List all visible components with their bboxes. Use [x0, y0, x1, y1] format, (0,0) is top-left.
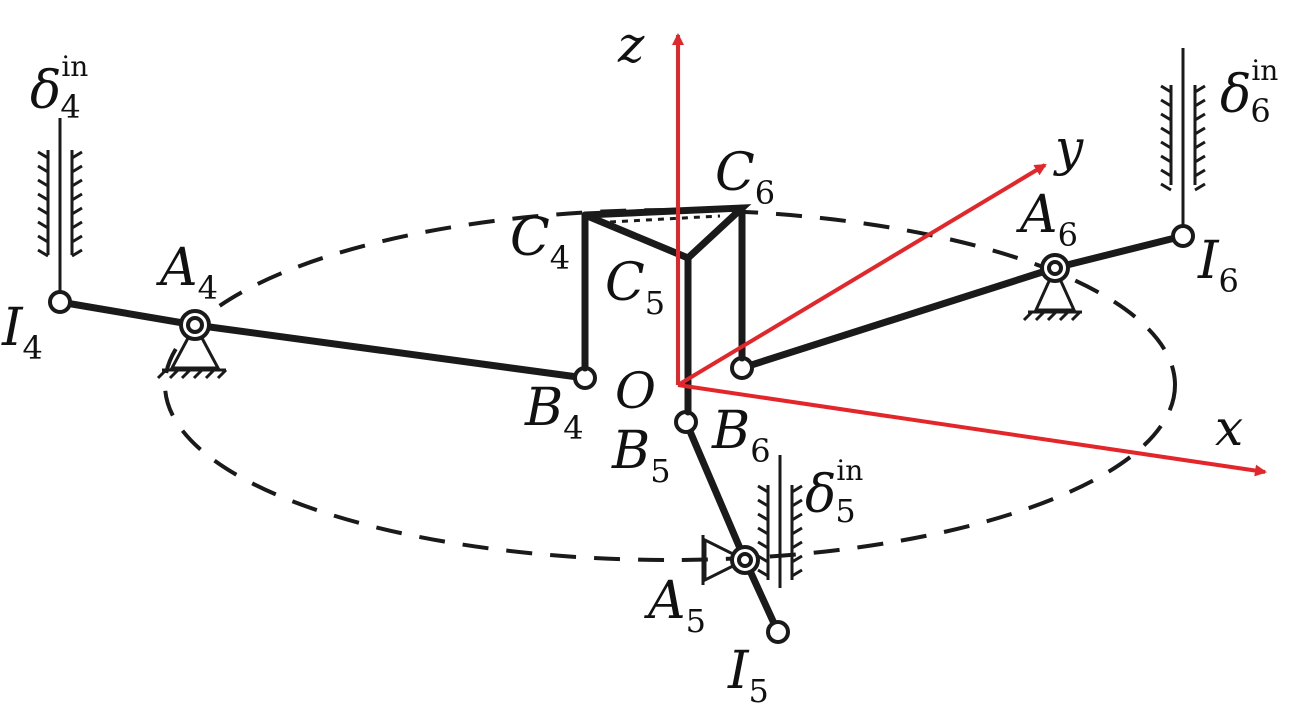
label-I5: I5 — [727, 641, 769, 710]
pivot-support-6-icon — [1022, 253, 1082, 322]
x-axis — [677, 383, 1267, 477]
leg-5 — [674, 410, 803, 644]
z-axis-label: z — [617, 16, 645, 74]
joint-B5 — [674, 410, 698, 434]
origin-label: O — [615, 362, 656, 420]
joint-A4 — [186, 316, 204, 334]
joint-A5 — [737, 552, 753, 568]
link-A4-B4 — [191, 321, 589, 382]
label-A6: A6 — [1016, 185, 1078, 254]
link-I6-A6 — [1051, 232, 1187, 272]
label-C6: C6 — [715, 143, 775, 212]
joint-I6 — [1171, 224, 1195, 248]
y-axis — [676, 163, 1047, 387]
label-A5: A5 — [644, 571, 706, 640]
platform-triangle — [583, 204, 752, 263]
link-A6-B6 — [738, 264, 1059, 372]
joint-A6 — [1047, 260, 1063, 276]
label-A4: A4 — [156, 238, 218, 307]
label-I4: I4 — [1, 298, 43, 367]
y-axis-label: y — [1053, 119, 1084, 177]
joint-I4 — [48, 290, 72, 314]
label-C4: C4 — [510, 208, 570, 277]
joint-I5 — [766, 620, 790, 644]
guide-5-icon — [757, 484, 803, 580]
platform-hidden-edge — [609, 214, 721, 224]
base-ellipse — [163, 208, 1177, 562]
label-B6: B6 — [711, 401, 771, 470]
leg-4 — [37, 118, 597, 390]
coordinate-frame — [672, 33, 1267, 477]
label-B5: B5 — [611, 421, 671, 490]
label-C5: C5 — [605, 253, 665, 322]
leg-6 — [730, 48, 1206, 380]
link-B5-A5 — [682, 418, 749, 564]
guide-6-icon — [1160, 84, 1206, 192]
label-B4: B4 — [524, 378, 584, 447]
x-axis-label: x — [1215, 399, 1243, 457]
guide-4-icon — [37, 150, 83, 258]
link-I4-A4 — [56, 298, 199, 329]
label-I6: I6 — [1197, 231, 1239, 300]
